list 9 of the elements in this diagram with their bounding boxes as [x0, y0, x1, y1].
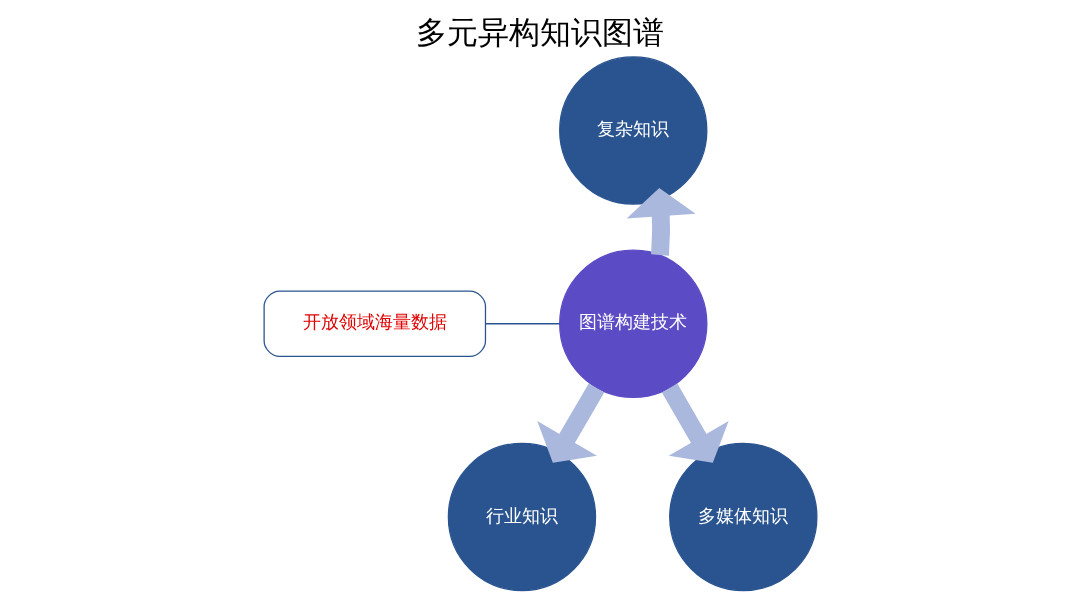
node-circle: 复杂知识	[558, 56, 707, 205]
node-box: 开放领域海量数据	[263, 290, 486, 357]
node-circle: 多媒体知识	[668, 442, 817, 592]
node-circle: 图谱构建技术	[558, 249, 707, 398]
node-circle: 行业知识	[447, 442, 596, 592]
arrow	[536, 383, 604, 463]
arrow	[661, 383, 729, 463]
connector	[484, 323, 560, 325]
diagram-title: 多元异构知识图谱	[416, 15, 664, 51]
